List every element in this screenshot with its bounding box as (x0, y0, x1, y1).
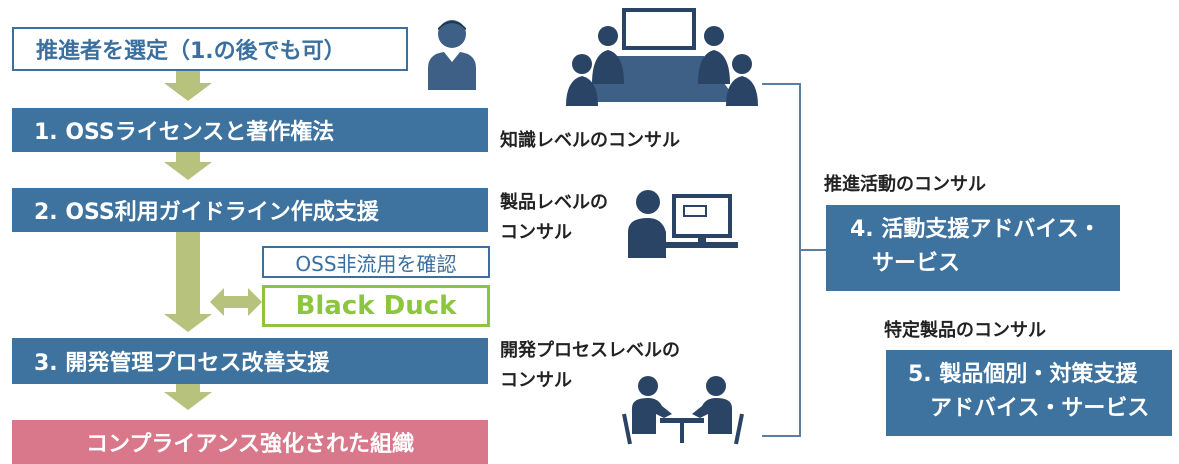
final-box: コンプライアンス強化された組織 (12, 420, 488, 464)
step1-box: 1. OSSライセンスと著作権法 (12, 108, 488, 152)
specific-product-label: 特定製品のコンサル (884, 320, 1046, 341)
oss-check-label: OSS非流用を確認 (295, 251, 457, 276)
computer-user-icon (628, 190, 738, 258)
step3-label: 3. 開発管理プロセス改善支援 (34, 351, 330, 376)
product-specific-box: 5. 製品個別・対策支援 アドバイス・サービス (886, 350, 1172, 436)
arrow-down-icon (164, 392, 212, 410)
process-level-label: 開発プロセスレベルの コンサル (500, 340, 680, 391)
arrow-connector (176, 232, 200, 316)
arrow-down-icon (164, 162, 212, 180)
select-promoter-box: 推進者を選定（1.の後でも可） (12, 27, 408, 71)
arrow-connector (176, 384, 200, 394)
black-duck-box: Black Duck (262, 285, 490, 327)
arrow-connector (176, 71, 200, 85)
step3-box: 3. 開発管理プロセス改善支援 (12, 338, 488, 384)
person-icon (428, 20, 476, 90)
step1-label: 1. OSSライセンスと著作権法 (34, 120, 335, 145)
meeting-table-icon (566, 8, 758, 106)
two-people-discussion-icon (622, 376, 744, 445)
activity-support-box: 4. 活動支援アドバイス・ サービス (826, 205, 1120, 291)
step2-box: 2. OSS利用ガイドライン作成支援 (12, 188, 488, 232)
select-promoter-label: 推進者を選定（1.の後でも可） (36, 39, 346, 64)
arrow-connector (176, 152, 200, 164)
oss-check-box: OSS非流用を確認 (262, 246, 490, 278)
product-level-label: 製品レベルの コンサル (500, 192, 608, 243)
knowledge-level-label: 知識レベルのコンサル (500, 130, 680, 151)
step2-label: 2. OSS利用ガイドライン作成支援 (34, 200, 379, 225)
arrow-down-icon (164, 314, 212, 332)
promotion-consult-label: 推進活動のコンサル (824, 174, 986, 195)
black-duck-label: Black Duck (295, 291, 457, 321)
double-arrow-icon (210, 288, 262, 316)
arrow-down-icon (164, 83, 212, 101)
final-label: コンプライアンス強化された組織 (85, 432, 415, 457)
